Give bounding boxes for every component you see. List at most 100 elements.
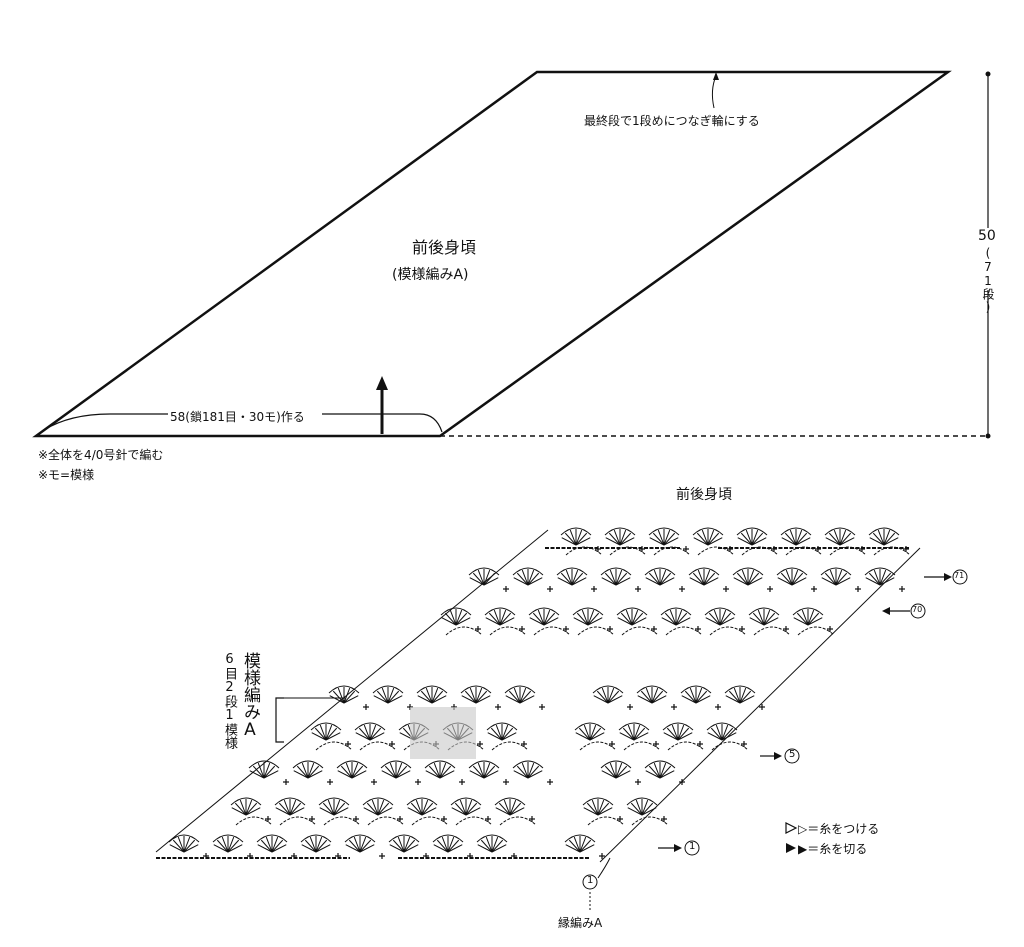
fan-stitch <box>252 765 265 779</box>
fan-stitch <box>469 770 485 779</box>
fan-stitch <box>485 836 493 853</box>
fan-arc <box>574 722 606 731</box>
fan-stitch <box>693 537 709 546</box>
fan-stitch <box>587 609 595 626</box>
fan-stitch <box>221 836 229 853</box>
chain-arc <box>533 626 571 636</box>
fan-arc <box>560 527 592 536</box>
fan-stitch <box>371 799 379 816</box>
fan-stitch <box>343 687 351 704</box>
fan-stitch <box>508 690 521 704</box>
fan-stitch <box>263 770 279 779</box>
fan-stitch <box>381 687 389 704</box>
fan-stitch <box>695 687 703 704</box>
fan-stitch <box>275 807 291 816</box>
chain-arc <box>631 816 669 826</box>
fan-stitch <box>719 609 727 626</box>
fan-stitch <box>441 617 457 626</box>
fan-arc <box>432 834 464 843</box>
fan-stitch <box>705 617 721 626</box>
fan-stitch <box>389 844 405 853</box>
fan-stitch <box>677 724 685 741</box>
fan-stitch <box>708 612 721 626</box>
body-outline <box>32 70 952 438</box>
fan-stitch <box>177 836 185 853</box>
fan-stitch <box>387 695 403 704</box>
fan-stitch <box>216 839 229 853</box>
fan-arc <box>494 797 526 806</box>
fan-arc <box>644 567 676 576</box>
fan-stitch <box>578 727 591 741</box>
fan-stitch <box>395 765 408 779</box>
fan-stitch <box>509 807 525 816</box>
fan-stitch <box>332 690 345 704</box>
fan-stitch <box>263 762 271 779</box>
stitch-chart <box>156 527 911 859</box>
fan-stitch <box>498 802 511 816</box>
fan-stitch <box>227 836 235 853</box>
fan-stitch <box>631 612 644 626</box>
arrow-row-1-head <box>674 844 682 852</box>
fan-arc <box>864 567 896 576</box>
fan-stitch <box>696 532 709 546</box>
fan-stitch <box>516 765 529 779</box>
fan-stitch <box>571 572 584 586</box>
fan-stitch <box>307 765 320 779</box>
fan-stitch <box>579 839 592 853</box>
fan-stitch <box>589 724 597 741</box>
fan-stitch <box>601 577 617 586</box>
start-marker-arrow <box>597 857 611 879</box>
fan-stitch <box>637 695 653 704</box>
fan-stitch <box>519 690 532 704</box>
fan-stitch <box>795 529 803 546</box>
fan-stitch <box>697 569 705 586</box>
row-71-circle <box>952 569 968 585</box>
fan-stitch <box>495 807 511 816</box>
fan-stitch <box>619 732 635 741</box>
fan-stitch <box>619 529 627 546</box>
fan-stitch <box>509 799 517 816</box>
start-marker-circle <box>582 874 598 890</box>
fan-stitch <box>172 839 185 853</box>
fan-stitch <box>315 839 328 853</box>
fan-stitch <box>664 612 677 626</box>
fan-stitch <box>304 839 317 853</box>
fan-stitch <box>663 532 676 546</box>
chain-arc <box>667 741 705 751</box>
fan-stitch <box>641 799 649 816</box>
fan-stitch <box>543 617 559 626</box>
fan-stitch <box>447 839 460 853</box>
fan-stitch <box>505 695 521 704</box>
fan-arc <box>512 760 544 769</box>
fan-stitch <box>663 537 679 546</box>
fan-stitch <box>583 807 599 816</box>
fan-stitch <box>433 844 449 853</box>
fan-stitch <box>608 532 621 546</box>
height-top-dot <box>985 71 991 77</box>
row-70-label: 70 <box>912 605 923 614</box>
fan-stitch <box>369 732 385 741</box>
fan-stitch <box>739 690 752 704</box>
fan-stitch <box>271 839 284 853</box>
fan-stitch <box>607 695 623 704</box>
fan-stitch <box>789 529 797 546</box>
repeat-label: 模様編みA <box>240 652 260 740</box>
row-5-circle <box>784 748 800 764</box>
fan-stitch <box>493 609 501 626</box>
fan-stitch <box>499 609 507 626</box>
fan-stitch <box>695 690 708 704</box>
fan-arc <box>792 607 824 616</box>
fan-stitch <box>377 807 393 816</box>
fan-stitch <box>785 569 793 586</box>
fan-stitch <box>444 612 457 626</box>
chain-arc <box>315 741 353 751</box>
fan-stitch <box>369 727 382 741</box>
fan-stitch <box>425 770 441 779</box>
fan-stitch <box>575 529 583 546</box>
fan-stitch <box>737 537 753 546</box>
fan-stitch <box>835 572 848 586</box>
fan-stitch <box>465 807 481 816</box>
fan-stitch <box>633 724 641 741</box>
fan-stitch <box>260 839 273 853</box>
